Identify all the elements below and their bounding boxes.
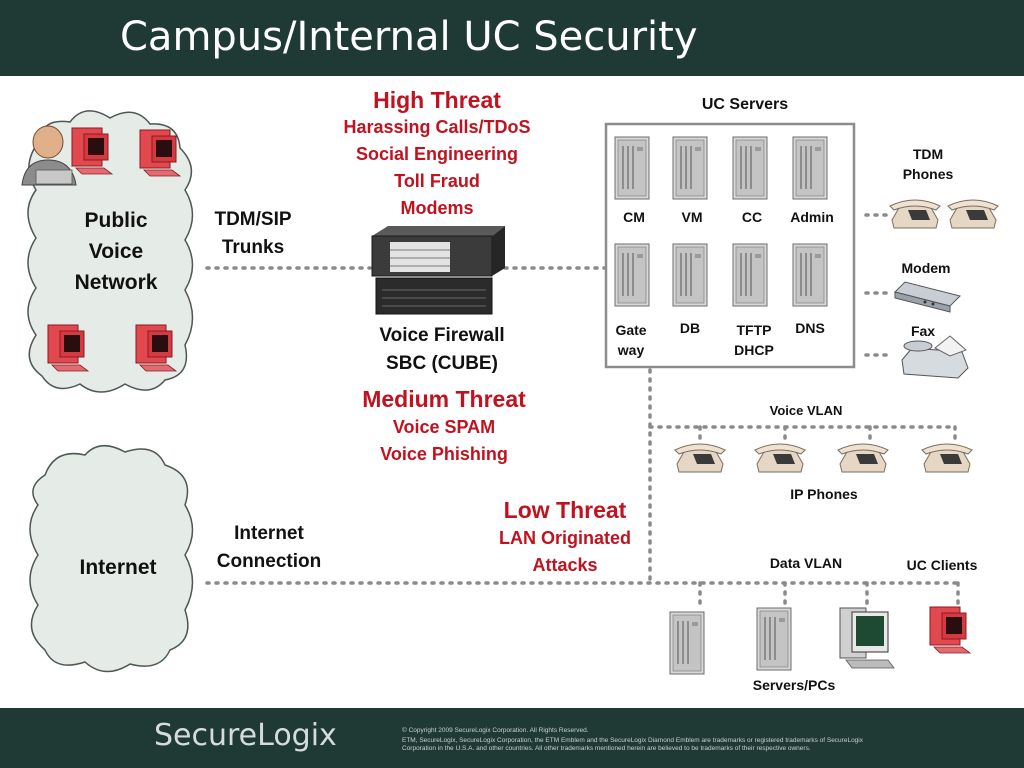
footer-logo: SecureLogix	[154, 718, 337, 753]
server-label: DB	[679, 320, 701, 336]
pstn-label-line: Voice	[88, 240, 144, 263]
tdm-phones-line: TDM	[912, 146, 944, 162]
server-icon	[672, 136, 708, 200]
tdm-phones-line: Phones	[902, 166, 954, 182]
server-icon	[669, 611, 705, 675]
server-icon	[792, 136, 828, 200]
footer-bar	[0, 708, 1024, 768]
internet-conn-line: Connection	[216, 551, 322, 572]
tdm-sip-line: Trunks	[221, 237, 285, 258]
server-label-line: way	[617, 342, 645, 358]
server-label: Admin	[790, 209, 834, 225]
servers-pcs-label: Servers/PCs	[752, 677, 836, 693]
server-label: Gate way	[608, 320, 654, 360]
fax-label: Fax	[910, 323, 936, 339]
voice-firewall-label: Voice Firewall SBC (CUBE)	[342, 322, 542, 378]
server-icon	[792, 243, 828, 307]
server-label-line: TFTP	[736, 322, 772, 338]
server-label-line: Gate	[615, 322, 647, 338]
medium-threat-item: Voice SPAM	[392, 417, 496, 437]
ip-phone-icon	[837, 443, 889, 473]
modem-label: Modem	[901, 260, 951, 276]
connection-lines	[205, 213, 960, 607]
medium-threat-item: Voice Phishing	[380, 444, 508, 464]
server-icon	[614, 136, 650, 200]
ip-phone-icon	[754, 443, 806, 473]
low-threat-item: LAN Originated	[498, 528, 631, 548]
medium-threat-block: Medium Threat Voice SPAM Voice Phishing	[322, 384, 566, 468]
high-threat-block: High Threat Harassing Calls/TDoS Social …	[322, 86, 552, 222]
internet-cloud-label: Internet	[79, 556, 157, 579]
high-threat-item: Toll Fraud	[394, 171, 480, 191]
medium-threat-title: Medium Threat	[362, 386, 526, 412]
server-label-line: DHCP	[734, 342, 774, 358]
header-bar	[0, 0, 1024, 76]
voice-vlan-label: Voice VLAN	[769, 403, 843, 418]
modem-icon	[894, 281, 961, 313]
copyright-line: © Copyright 2009 SecureLogix Corporation…	[402, 727, 589, 734]
ip-phones-label: IP Phones	[790, 486, 858, 502]
internet-connection-label: Internet Connection	[208, 520, 330, 576]
server-icon	[732, 136, 768, 200]
server-label: CC	[741, 209, 763, 225]
ip-phone-icon	[921, 443, 973, 473]
copyright-line: ETM, SecureLogix, SecureLogix Corporatio…	[402, 737, 863, 744]
high-threat-item: Social Engineering	[355, 144, 519, 164]
copyright-line: Corporation in the U.S.A. and other coun…	[402, 745, 811, 752]
high-threat-item: Harassing Calls/TDoS	[343, 117, 531, 137]
uc-servers-title: UC Servers	[701, 96, 789, 113]
server-icon	[732, 243, 768, 307]
uc-client-pc-icon	[929, 606, 971, 654]
voice-firewall-icon	[371, 226, 505, 315]
ip-phone-icon	[674, 443, 726, 473]
internet-conn-line: Internet	[234, 523, 304, 544]
fax-icon	[901, 335, 969, 379]
pstn-label-line: Network	[74, 271, 158, 294]
firewall-label-line: SBC (CUBE)	[386, 353, 498, 374]
high-threat-item: Modems	[400, 198, 474, 218]
pstn-cloud-label: Public Voice Network	[66, 205, 166, 298]
operator-icon	[21, 125, 77, 186]
server-icon	[756, 607, 792, 671]
tdm-sip-line: TDM/SIP	[214, 209, 292, 230]
internet-cloud	[29, 445, 194, 673]
pstn-label-line: Public	[84, 209, 148, 232]
low-threat-block: Low Threat LAN Originated Attacks	[465, 495, 665, 579]
server-label: DNS	[795, 320, 825, 336]
page-title: Campus/Internal UC Security	[120, 14, 698, 60]
server-label: TFTP DHCP	[728, 320, 780, 360]
pc-icon	[839, 607, 895, 669]
tdm-phone-icon	[889, 199, 941, 229]
server-icon	[614, 243, 650, 307]
data-vlan-label: Data VLAN	[769, 555, 843, 571]
low-threat-item: Attacks	[532, 555, 598, 575]
uc-clients-label: UC Clients	[906, 557, 978, 573]
server-label: CM	[623, 209, 645, 225]
low-threat-title: Low Threat	[503, 497, 627, 523]
tdm-phone-icon	[947, 199, 999, 229]
tdm-phones-label: TDM Phones	[892, 144, 964, 184]
high-threat-title: High Threat	[373, 87, 501, 113]
server-icon	[672, 243, 708, 307]
server-label: VM	[681, 209, 703, 225]
firewall-label-line: Voice Firewall	[379, 325, 505, 346]
tdm-sip-trunks-label: TDM/SIP Trunks	[203, 206, 303, 262]
